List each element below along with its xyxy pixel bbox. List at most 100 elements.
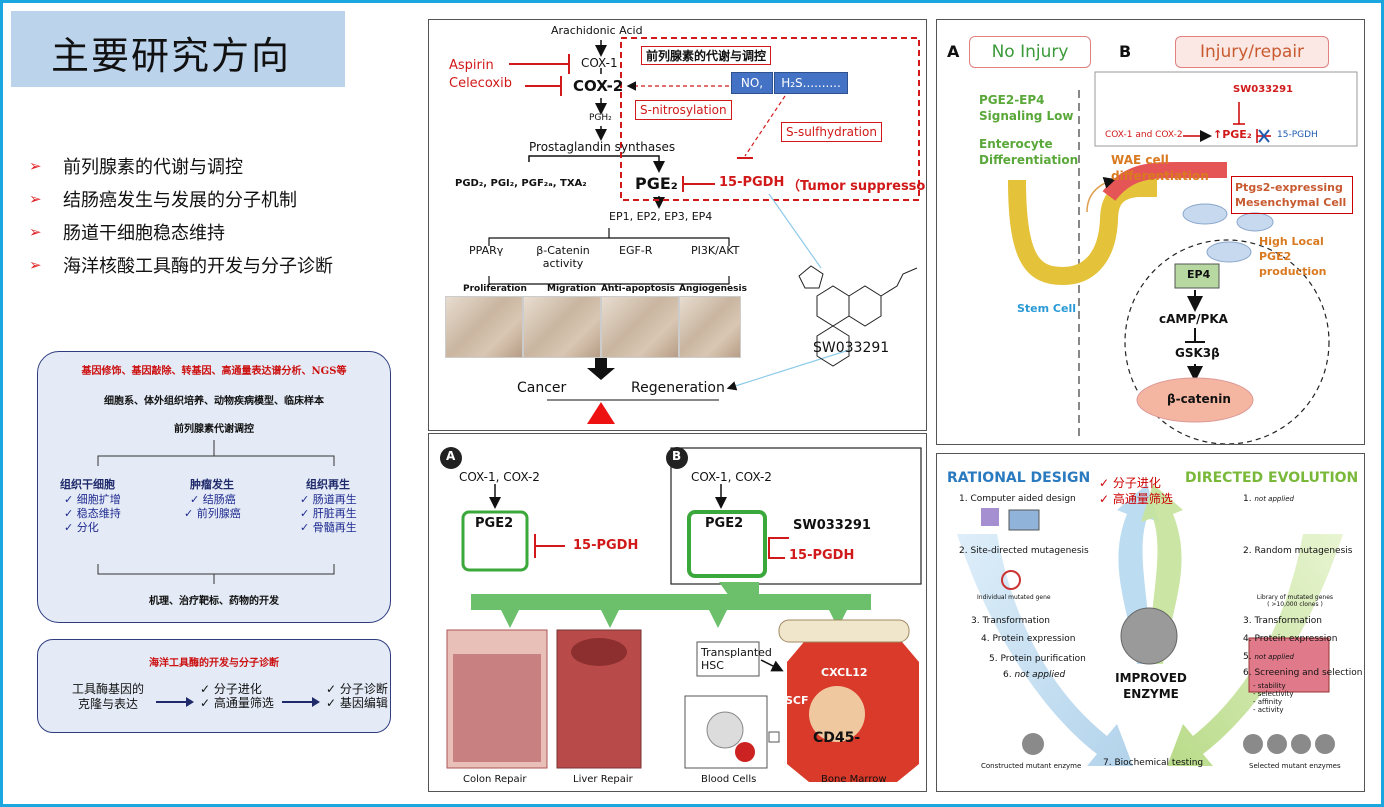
panel-b-label: B [1119, 42, 1132, 61]
constructed-mutant-label: Constructed mutant enzyme [981, 762, 1082, 770]
col-regeneration-head: 组织再生 [306, 478, 350, 491]
mutated-gene-label: Individual mutated gene [977, 594, 1051, 601]
check-item: ✓ 稳态维持 [64, 507, 121, 520]
step-label: 3. Transformation [1243, 616, 1322, 626]
check-item: ✓ 分子诊断 [326, 682, 388, 696]
prostanoids-label: PGD₂, PGI₂, PGF₂ₐ, TXA₂ [455, 178, 587, 189]
step-label: 3. Transformation [971, 616, 1050, 626]
injury-diagram [1008, 71, 1358, 444]
pgdh-label: 15-PGDH [1277, 130, 1318, 140]
gsk3b-label: GSK3β [1175, 346, 1220, 360]
evolution-diagram [957, 484, 1343, 766]
col-tumor-head: 肿瘤发生 [190, 478, 234, 491]
criteria-item: - affinity [1253, 698, 1283, 706]
bone-marrow-label: Bone Marrow [821, 774, 887, 785]
step-label: 1. Computer aided design [959, 494, 1076, 504]
step-label: 6. not applied [1003, 670, 1066, 680]
sw033291-label: SW033291 [1233, 84, 1293, 95]
step-label: 2. Random mutagenesis [1243, 546, 1353, 556]
step-label: 2. Site-directed mutagenesis [959, 546, 1089, 556]
check-item: ✓ 细胞扩增 [64, 493, 121, 506]
pgh2-label: PGH₂ [589, 113, 612, 123]
arrow-bullet-icon: ➢ [29, 222, 42, 241]
outcome-label: Angiogenesis [679, 284, 747, 294]
list-item: ➢前列腺素的代谢与调控 [29, 156, 243, 178]
step-label: 1. not applied [1243, 494, 1294, 504]
arachidonic-acid-label: Arachidonic Acid [551, 24, 643, 37]
arrow-bullet-icon: ➢ [29, 156, 42, 175]
regulation-box-title: 前列腺素的代谢与调控 [641, 46, 772, 65]
library-label: Library of mutated genes ( >10,000 clone… [1256, 594, 1334, 608]
pathway-label: PPARγ [469, 244, 504, 257]
step-label: 5. not applied [1243, 652, 1294, 662]
pathway-label: PI3K/AKT [691, 244, 740, 257]
check-item: ✓ 高通量筛选 [1099, 492, 1173, 506]
cox2-label: COX-2 [573, 77, 624, 95]
check-item: ✓ 基因编辑 [326, 696, 388, 710]
list-item: ➢结肠癌发生与发展的分子机制 [29, 189, 297, 211]
page-title: 主要研究方向 [51, 34, 292, 78]
regeneration-label: Regeneration [631, 380, 725, 396]
high-pge2-label: High Local PGE2 production [1259, 235, 1327, 278]
ep4-label: EP4 [1187, 268, 1211, 281]
colon-repair-label: Colon Repair [463, 774, 527, 785]
transplanted-hsc-label: Transplanted HSC [701, 646, 772, 672]
ep-receptors-label: EP1, EP2, EP3, EP4 [609, 210, 713, 223]
scf-label: SCF [785, 694, 809, 707]
cox1-label: COX-1 [581, 56, 618, 70]
check-item: ✓ 分子进化 [200, 682, 262, 696]
step-label: 4. Protein expression [1243, 634, 1338, 644]
synthases-label: Prostaglandin synthases [529, 140, 676, 154]
stem-cell-label: Stem Cell [1017, 302, 1077, 315]
repair-diagram [440, 447, 922, 782]
footer-text: 机理、治疗靶标、药物的开发 [149, 596, 279, 607]
arrow-bullet-icon: ➢ [29, 255, 42, 274]
enterocyte-label: Enterocyte Differentiation [979, 137, 1079, 167]
s-sulfhydration-box: S-sulfhydration [781, 122, 882, 142]
models-text: 细胞系、体外组织培养、动物疾病模型、临床样本 [104, 396, 324, 407]
pathway-label: EGF-R [619, 244, 653, 257]
sw033291-label: SW033291 [813, 340, 890, 356]
pge2-label: PGE₂ [635, 174, 678, 193]
injury-repair-figure: A No Injury B Injury/repair SW033291 COX… [936, 19, 1365, 445]
cd45-label: CD45- [813, 730, 861, 746]
check-item: ✓ 高通量筛选 [200, 696, 274, 710]
check-item: ✓ 前列腺癌 [184, 507, 241, 520]
blood-cells-label: Blood Cells [701, 774, 757, 785]
cloning-text: 工具酶基因的克隆与表达 [71, 682, 144, 711]
outcome-label: Anti-apoptosis [601, 284, 675, 294]
ptgs2-box: Ptgs2-expressing Mesenchymal Cell [1231, 176, 1353, 214]
step-label: 5. Protein purification [989, 654, 1086, 664]
aspirin-label: Aspirin [449, 58, 494, 73]
cox-label: COX-1, COX-2 [691, 470, 772, 484]
pge2-label: PGE2 [705, 516, 744, 531]
biochemical-testing-label: 7. Biochemical testing [1103, 758, 1204, 768]
cox-label: COX-1, COX-2 [459, 470, 540, 484]
check-item: ✓ 骨髓再生 [300, 521, 357, 534]
col-stem-cell-head: 组织干细胞 [60, 478, 115, 491]
celecoxib-label: Celecoxib [449, 76, 512, 91]
camp-label: cAMP/PKA [1159, 312, 1228, 326]
list-item: ➢肠道干细胞稳态维持 [29, 222, 225, 244]
sw033291-label: SW033291 [793, 518, 871, 533]
anti-apoptosis-image [601, 296, 679, 358]
flow-arrows [156, 697, 320, 707]
outcome-label: Migration [547, 284, 596, 294]
pathway-figure: Arachidonic Acid COX-1 COX-2 Aspirin Cel… [428, 19, 927, 431]
beta-catenin-label: β-catenin [1167, 392, 1231, 406]
core-topic-text: 前列腺素代谢调控 [174, 424, 254, 435]
pathway-label: β-Catenin activity [536, 244, 590, 270]
tumor-suppressor-label: （Tumor suppressor） [787, 179, 926, 194]
criteria-item: - selectivity [1253, 690, 1294, 698]
check-item: ✓ 分化 [64, 521, 99, 534]
list-item: ➢海洋核酸工具酶的开发与分子诊断 [29, 255, 333, 277]
directed-evolution-heading: DIRECTED EVOLUTION [1185, 470, 1359, 486]
injury-repair-badge: Injury/repair [1175, 36, 1329, 68]
research-direction-list: ➢前列腺素的代谢与调控 ➢结肠癌发生与发展的分子机制 ➢肠道干细胞稳态维持 ➢海… [29, 149, 409, 281]
angiogenesis-image [679, 296, 741, 358]
migration-image [523, 296, 601, 358]
rational-design-heading: RATIONAL DESIGN [947, 470, 1091, 486]
proliferation-image [445, 296, 523, 358]
enzyme-box-title: 海洋工具酶的开发与分子诊断 [149, 658, 279, 669]
